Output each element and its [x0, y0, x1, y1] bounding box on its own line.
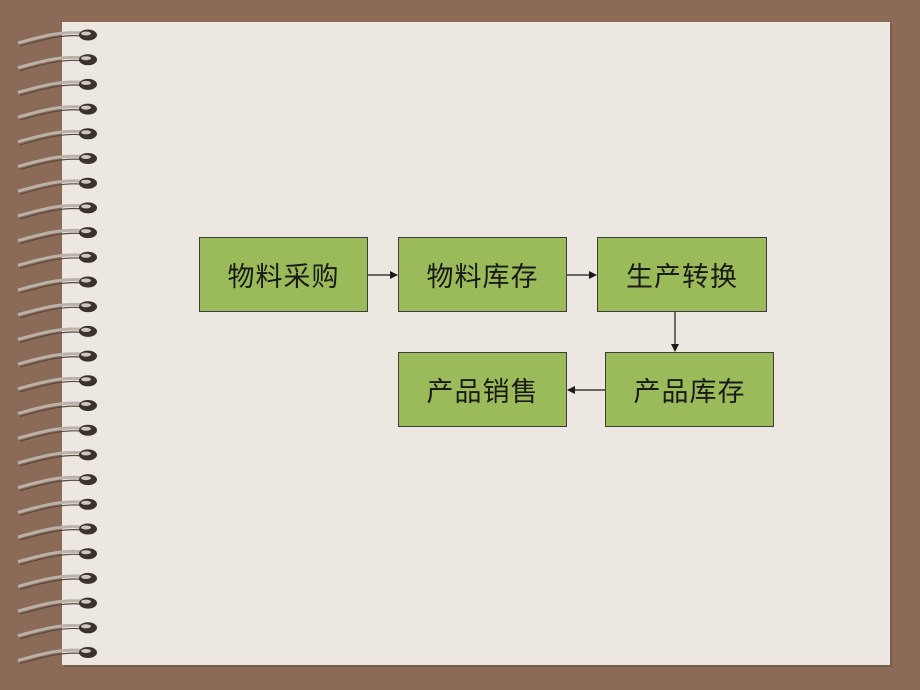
binding-ring	[17, 325, 97, 343]
binding-ring	[17, 400, 97, 418]
binding-ring	[17, 375, 97, 393]
binding-ring	[17, 301, 97, 319]
node-procure-label: 物料采购	[227, 262, 340, 293]
binding-ring	[17, 29, 97, 47]
binding-ring	[17, 177, 97, 195]
binding-ring	[17, 597, 97, 615]
binding-ring	[17, 251, 97, 269]
binding-ring	[17, 449, 97, 467]
node-sales-label: 产品销售	[426, 377, 539, 408]
binding-ring	[17, 202, 97, 220]
binding-ring	[17, 622, 97, 640]
binding-ring	[17, 498, 97, 516]
binding-ring	[17, 54, 97, 72]
binding-ring	[17, 523, 97, 541]
binding-ring	[17, 78, 97, 96]
binding-ring	[17, 424, 97, 442]
binding-ring	[17, 572, 97, 590]
node-product-stock-label: 产品库存	[633, 377, 746, 408]
node-product-stock: 产品库存	[605, 352, 774, 427]
binding-ring	[17, 548, 97, 566]
node-material-stock: 物料库存	[398, 237, 567, 312]
binding-ring	[17, 474, 97, 492]
binding-ring	[17, 350, 97, 368]
spiral-binding	[17, 29, 97, 665]
node-production: 生产转换	[597, 237, 767, 312]
binding-ring	[17, 276, 97, 294]
binding-ring	[17, 647, 97, 665]
node-sales: 产品销售	[398, 352, 567, 427]
binding-ring	[17, 103, 97, 121]
node-procure: 物料采购	[199, 237, 368, 312]
binding-ring	[17, 153, 97, 171]
binding-ring	[17, 128, 97, 146]
notebook-page	[62, 22, 890, 665]
node-production-label: 生产转换	[626, 262, 738, 293]
node-material-stock-label: 物料库存	[426, 262, 539, 293]
binding-ring	[17, 227, 97, 245]
